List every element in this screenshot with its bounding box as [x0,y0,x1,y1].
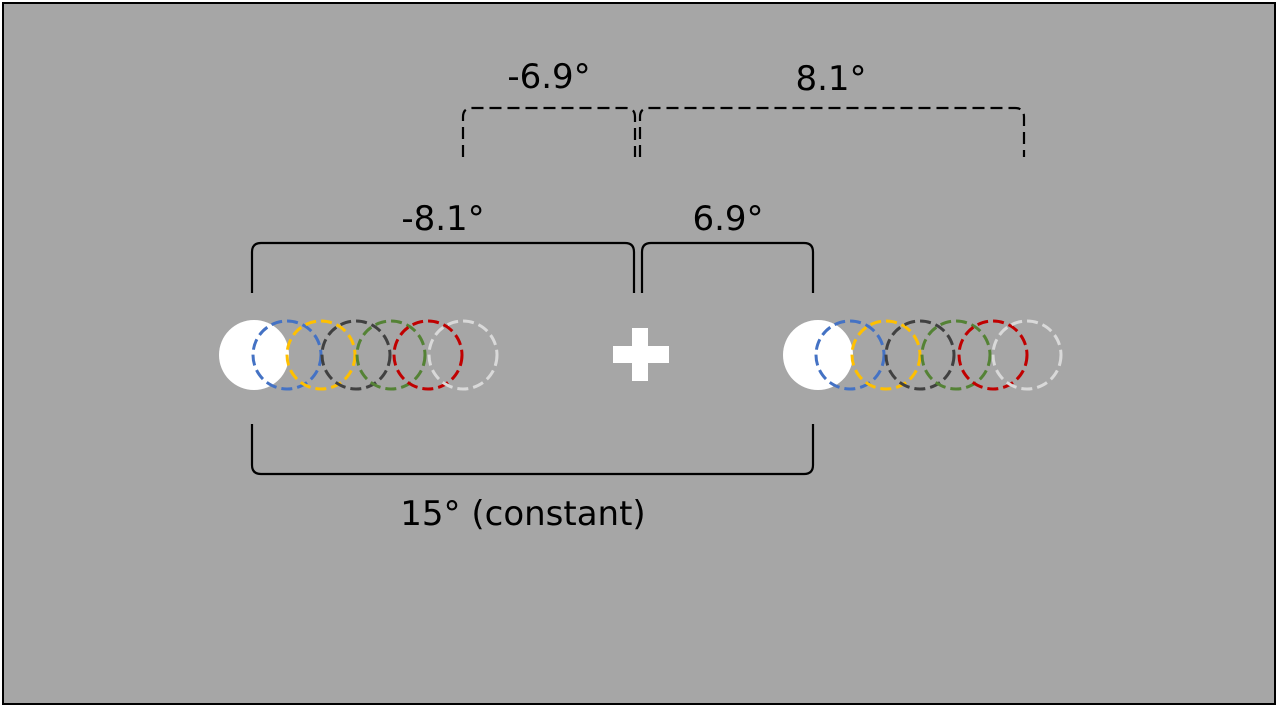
label-top-left: -6.9° [507,57,591,97]
fixation-cross-icon [613,328,669,381]
right-ring-darkgray [884,319,956,391]
label-mid-right: 6.9° [692,199,764,239]
right-ring-blue [814,319,886,391]
middle-brackets [250,241,815,293]
label-bottom: 15° (constant) [400,494,646,534]
label-top-right: 8.1° [795,59,867,99]
mid-right-bracket [640,241,815,293]
right-ring-green [920,319,992,391]
top-left-dashed-bracket [461,106,637,157]
left-ring-lightgray [427,319,499,391]
left-ring-red [392,319,464,391]
left-ring-darkgray [320,319,392,391]
right-filled-disc-icon [783,320,853,390]
right-ring-lightgray [991,319,1063,391]
left-ring-yellow [285,319,357,391]
mid-left-bracket [250,241,636,293]
right-stimulus-group [783,319,1063,391]
left-stimulus-group [219,319,499,391]
top-dashed-brackets [461,106,1026,157]
left-ring-green [355,319,427,391]
right-ring-yellow [850,319,922,391]
top-right-dashed-bracket [638,106,1026,157]
label-mid-left: -8.1° [401,199,485,239]
right-ring-red [957,319,1029,391]
bottom-bracket [250,424,815,476]
